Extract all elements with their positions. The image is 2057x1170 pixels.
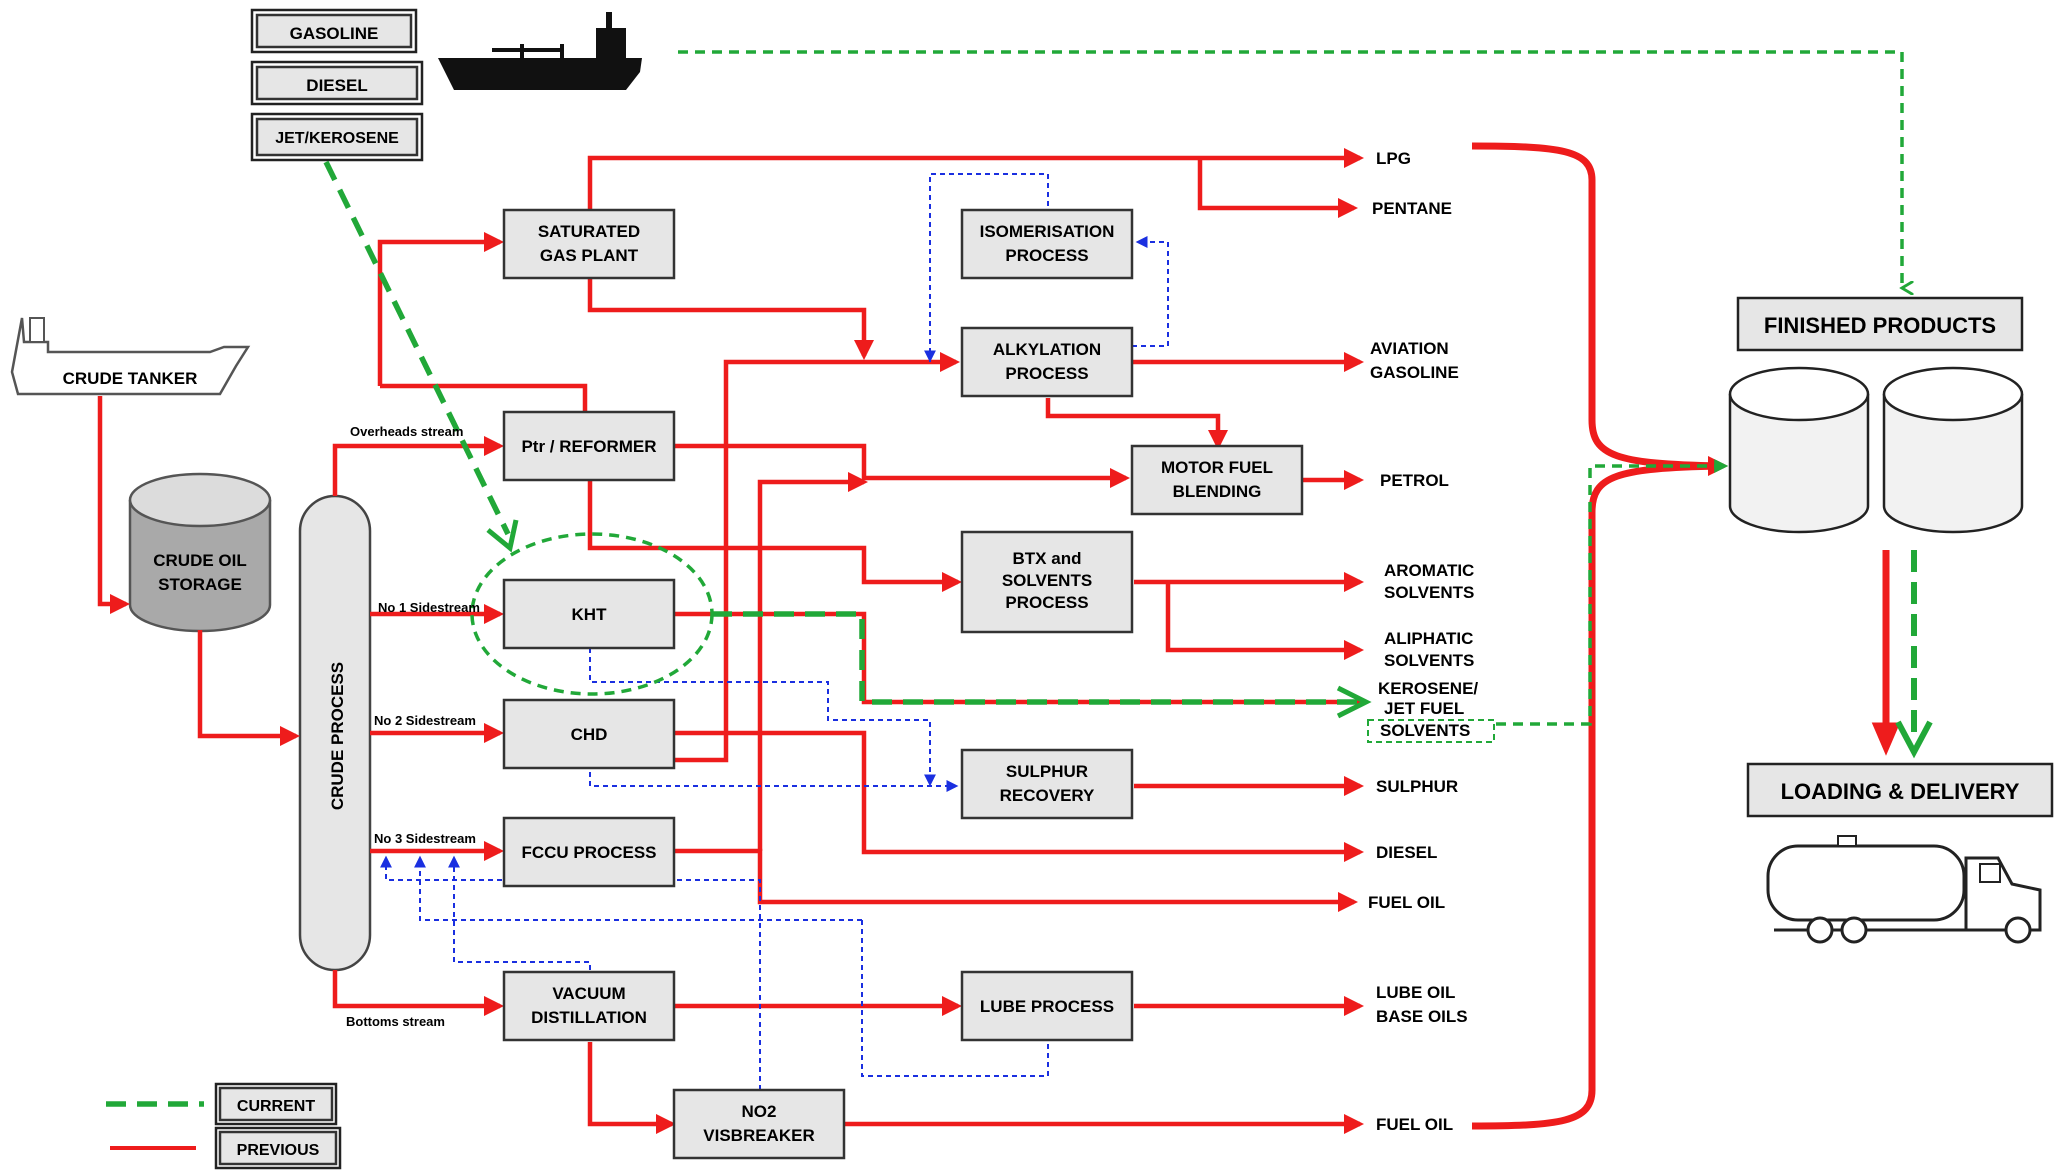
lube-label: LUBE PROCESS: [980, 997, 1114, 1016]
reformer-label: Ptr / REFORMER: [521, 437, 656, 456]
vacuum-line2: DISTILLATION: [531, 1008, 647, 1027]
output-lpg: LPG: [1376, 149, 1411, 168]
unit-isomerisation: ISOMERISATION PROCESS: [960, 208, 1134, 280]
motor-fuel-line1: MOTOR FUEL: [1161, 458, 1273, 477]
sulphur-rec-line2: RECOVERY: [1000, 786, 1095, 805]
unit-motor-fuel-blending: MOTOR FUEL BLENDING: [1130, 444, 1304, 516]
overheads-stream-label: Overheads stream: [350, 424, 463, 439]
vacuum-line1: VACUUM: [552, 984, 625, 1003]
motor-fuel-line2: BLENDING: [1173, 482, 1262, 501]
output-aliphatic-line1: ALIPHATIC: [1384, 629, 1473, 648]
output-labels: LPG PENTANE AVIATION GASOLINE PETROL ARO…: [1367, 149, 1495, 1134]
output-diesel: DIESEL: [1376, 843, 1437, 862]
unit-visbreaker: NO2 VISBREAKER: [672, 1088, 846, 1160]
legend: CURRENT PREVIOUS: [106, 1082, 342, 1170]
loading-delivery-label: LOADING & DELIVERY: [1781, 779, 2020, 804]
unit-reformer: Ptr / REFORMER: [502, 410, 676, 482]
sidestream-1-label: No 1 Sidestream: [378, 600, 480, 615]
crude-storage-line2: STORAGE: [158, 575, 242, 594]
gasoline-label: GASOLINE: [290, 24, 379, 43]
ship-icon: [438, 12, 642, 90]
crude-storage-line1: CRUDE OIL: [153, 551, 247, 570]
sidestream-2-label: No 2 Sidestream: [374, 713, 476, 728]
output-pentane: PENTANE: [1372, 199, 1452, 218]
btx-line1: BTX and: [1013, 549, 1082, 568]
product-box-diesel: DIESEL: [250, 60, 424, 106]
stream-labels: Overheads stream No 1 Sidestream No 2 Si…: [346, 424, 480, 1029]
bottoms-stream-label: Bottoms stream: [346, 1014, 445, 1029]
isomerisation-line2: PROCESS: [1005, 246, 1088, 265]
unit-alkylation: ALKYLATION PROCESS: [960, 326, 1134, 398]
output-avgas-line1: AVIATION: [1370, 339, 1449, 358]
output-lube-oil-line2: BASE OILS: [1376, 1007, 1468, 1026]
unit-kht: KHT: [502, 578, 676, 650]
sulphur-rec-line1: SULPHUR: [1006, 762, 1088, 781]
sat-gas-line1: SATURATED: [538, 222, 640, 241]
alkylation-line1: ALKYLATION: [993, 340, 1101, 359]
crude-oil-storage-tank: CRUDE OIL STORAGE: [128, 472, 272, 633]
output-fuel-oil-1: FUEL OIL: [1368, 893, 1445, 912]
output-aromatic-line1: AROMATIC: [1384, 561, 1474, 580]
finished-products-label: FINISHED PRODUCTS: [1764, 313, 1996, 338]
storage-tank-icon: [1728, 366, 1870, 534]
btx-line3: PROCESS: [1005, 593, 1088, 612]
visbreaker-line2: VISBREAKER: [703, 1126, 814, 1145]
crude-process-label: CRUDE PROCESS: [328, 662, 347, 810]
crude-tanker-label: CRUDE TANKER: [63, 369, 198, 388]
btx-line2: SOLVENTS: [1002, 571, 1092, 590]
unit-chd: CHD: [502, 698, 676, 770]
fccu-label: FCCU PROCESS: [521, 843, 656, 862]
product-box-gasoline: GASOLINE: [250, 8, 418, 54]
unit-fccu: FCCU PROCESS: [502, 816, 676, 888]
alkylation-line2: PROCESS: [1005, 364, 1088, 383]
tank-truck-icon: [1766, 835, 2042, 944]
legend-current-label: CURRENT: [237, 1098, 315, 1115]
output-kerosene-line1: KEROSENE/: [1378, 679, 1478, 698]
kht-label: KHT: [572, 605, 608, 624]
output-aliphatic-line2: SOLVENTS: [1384, 651, 1474, 670]
unit-btx-solvents: BTX and SOLVENTS PROCESS: [960, 530, 1134, 634]
output-sulphur: SULPHUR: [1376, 777, 1458, 796]
sidestream-3-label: No 3 Sidestream: [374, 831, 476, 846]
loading-delivery-box: LOADING & DELIVERY: [1746, 762, 2054, 818]
storage-tank-icon: [1882, 366, 2024, 534]
unit-lube-process: LUBE PROCESS: [960, 970, 1134, 1042]
jet-kerosene-label: JET/KEROSENE: [275, 130, 399, 147]
crude-tanker-icon: [10, 317, 251, 396]
unit-saturated-gas-plant: SATURATED GAS PLANT: [502, 208, 676, 280]
isomerisation-line1: ISOMERISATION: [980, 222, 1115, 241]
unit-sulphur-recovery: SULPHUR RECOVERY: [960, 748, 1134, 820]
chd-label: CHD: [571, 725, 608, 744]
legend-previous-label: PREVIOUS: [237, 1142, 320, 1159]
output-avgas-line2: GASOLINE: [1370, 363, 1459, 382]
visbreaker-line1: NO2: [742, 1102, 777, 1121]
product-box-jet-kerosene: JET/KEROSENE: [250, 112, 424, 162]
output-kerosene-line3: SOLVENTS: [1380, 721, 1470, 740]
crude-process-column: CRUDE PROCESS: [298, 494, 372, 972]
output-lube-oil-line1: LUBE OIL: [1376, 983, 1455, 1002]
diesel-label: DIESEL: [306, 76, 367, 95]
output-aromatic-line2: SOLVENTS: [1384, 583, 1474, 602]
kerosene-solvents-highlight: [1367, 719, 1495, 743]
output-fuel-oil-2: FUEL OIL: [1376, 1115, 1453, 1134]
crude-tanker-label-group: CRUDE TANKER: [63, 369, 198, 388]
finished-products-tanks: [1728, 366, 2024, 534]
sat-gas-line2: GAS PLANT: [540, 246, 639, 265]
finished-products-box: FINISHED PRODUCTS: [1736, 296, 2024, 352]
output-kerosene-line2: JET FUEL: [1384, 699, 1464, 718]
current-flow-lines: [323, 50, 1933, 759]
output-petrol: PETROL: [1380, 471, 1449, 490]
unit-vacuum-distillation: VACUUM DISTILLATION: [502, 970, 676, 1042]
